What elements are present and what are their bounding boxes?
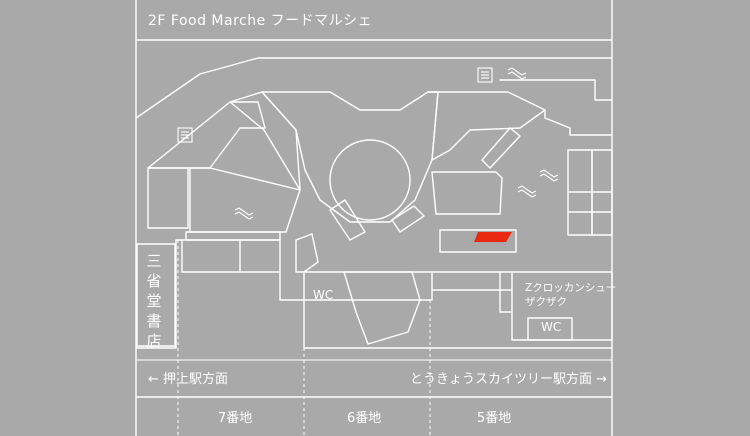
restroom-label: WC xyxy=(541,320,562,334)
direction-skytree-station: とうきょうスカイツリー駅方面 → xyxy=(410,372,608,387)
shop-label-line: ザクザク xyxy=(525,296,567,308)
shop-label-line: Zクロッカンシュー xyxy=(525,282,617,294)
block-label: 7番地 xyxy=(218,411,253,426)
outer-walls xyxy=(135,57,613,349)
right-shops xyxy=(427,91,613,253)
block-label: 6番地 xyxy=(347,411,382,426)
lower-shops xyxy=(295,233,613,345)
center-court xyxy=(261,91,439,241)
bookstore-room xyxy=(136,243,176,347)
bookstore-label: 三省堂書店 xyxy=(146,252,162,350)
highlighted-shop xyxy=(474,232,512,242)
elevator-icon xyxy=(177,127,193,143)
block-label: 5番地 xyxy=(477,411,512,426)
elevator-icon xyxy=(477,67,493,83)
escalator-icon xyxy=(507,67,527,80)
escalator-icon xyxy=(539,169,559,182)
direction-oshiage: ← 押上駅方面 xyxy=(148,372,229,387)
floor-title: 2F Food Marche フードマルシェ xyxy=(148,13,373,29)
shop-label: Zクロッカンシュー ザクザク xyxy=(525,281,616,309)
restroom-label: WC xyxy=(313,288,334,302)
escalator-icon xyxy=(517,185,537,198)
escalator-icon xyxy=(234,207,254,220)
map-frame xyxy=(135,0,613,436)
left-shops xyxy=(147,91,301,273)
